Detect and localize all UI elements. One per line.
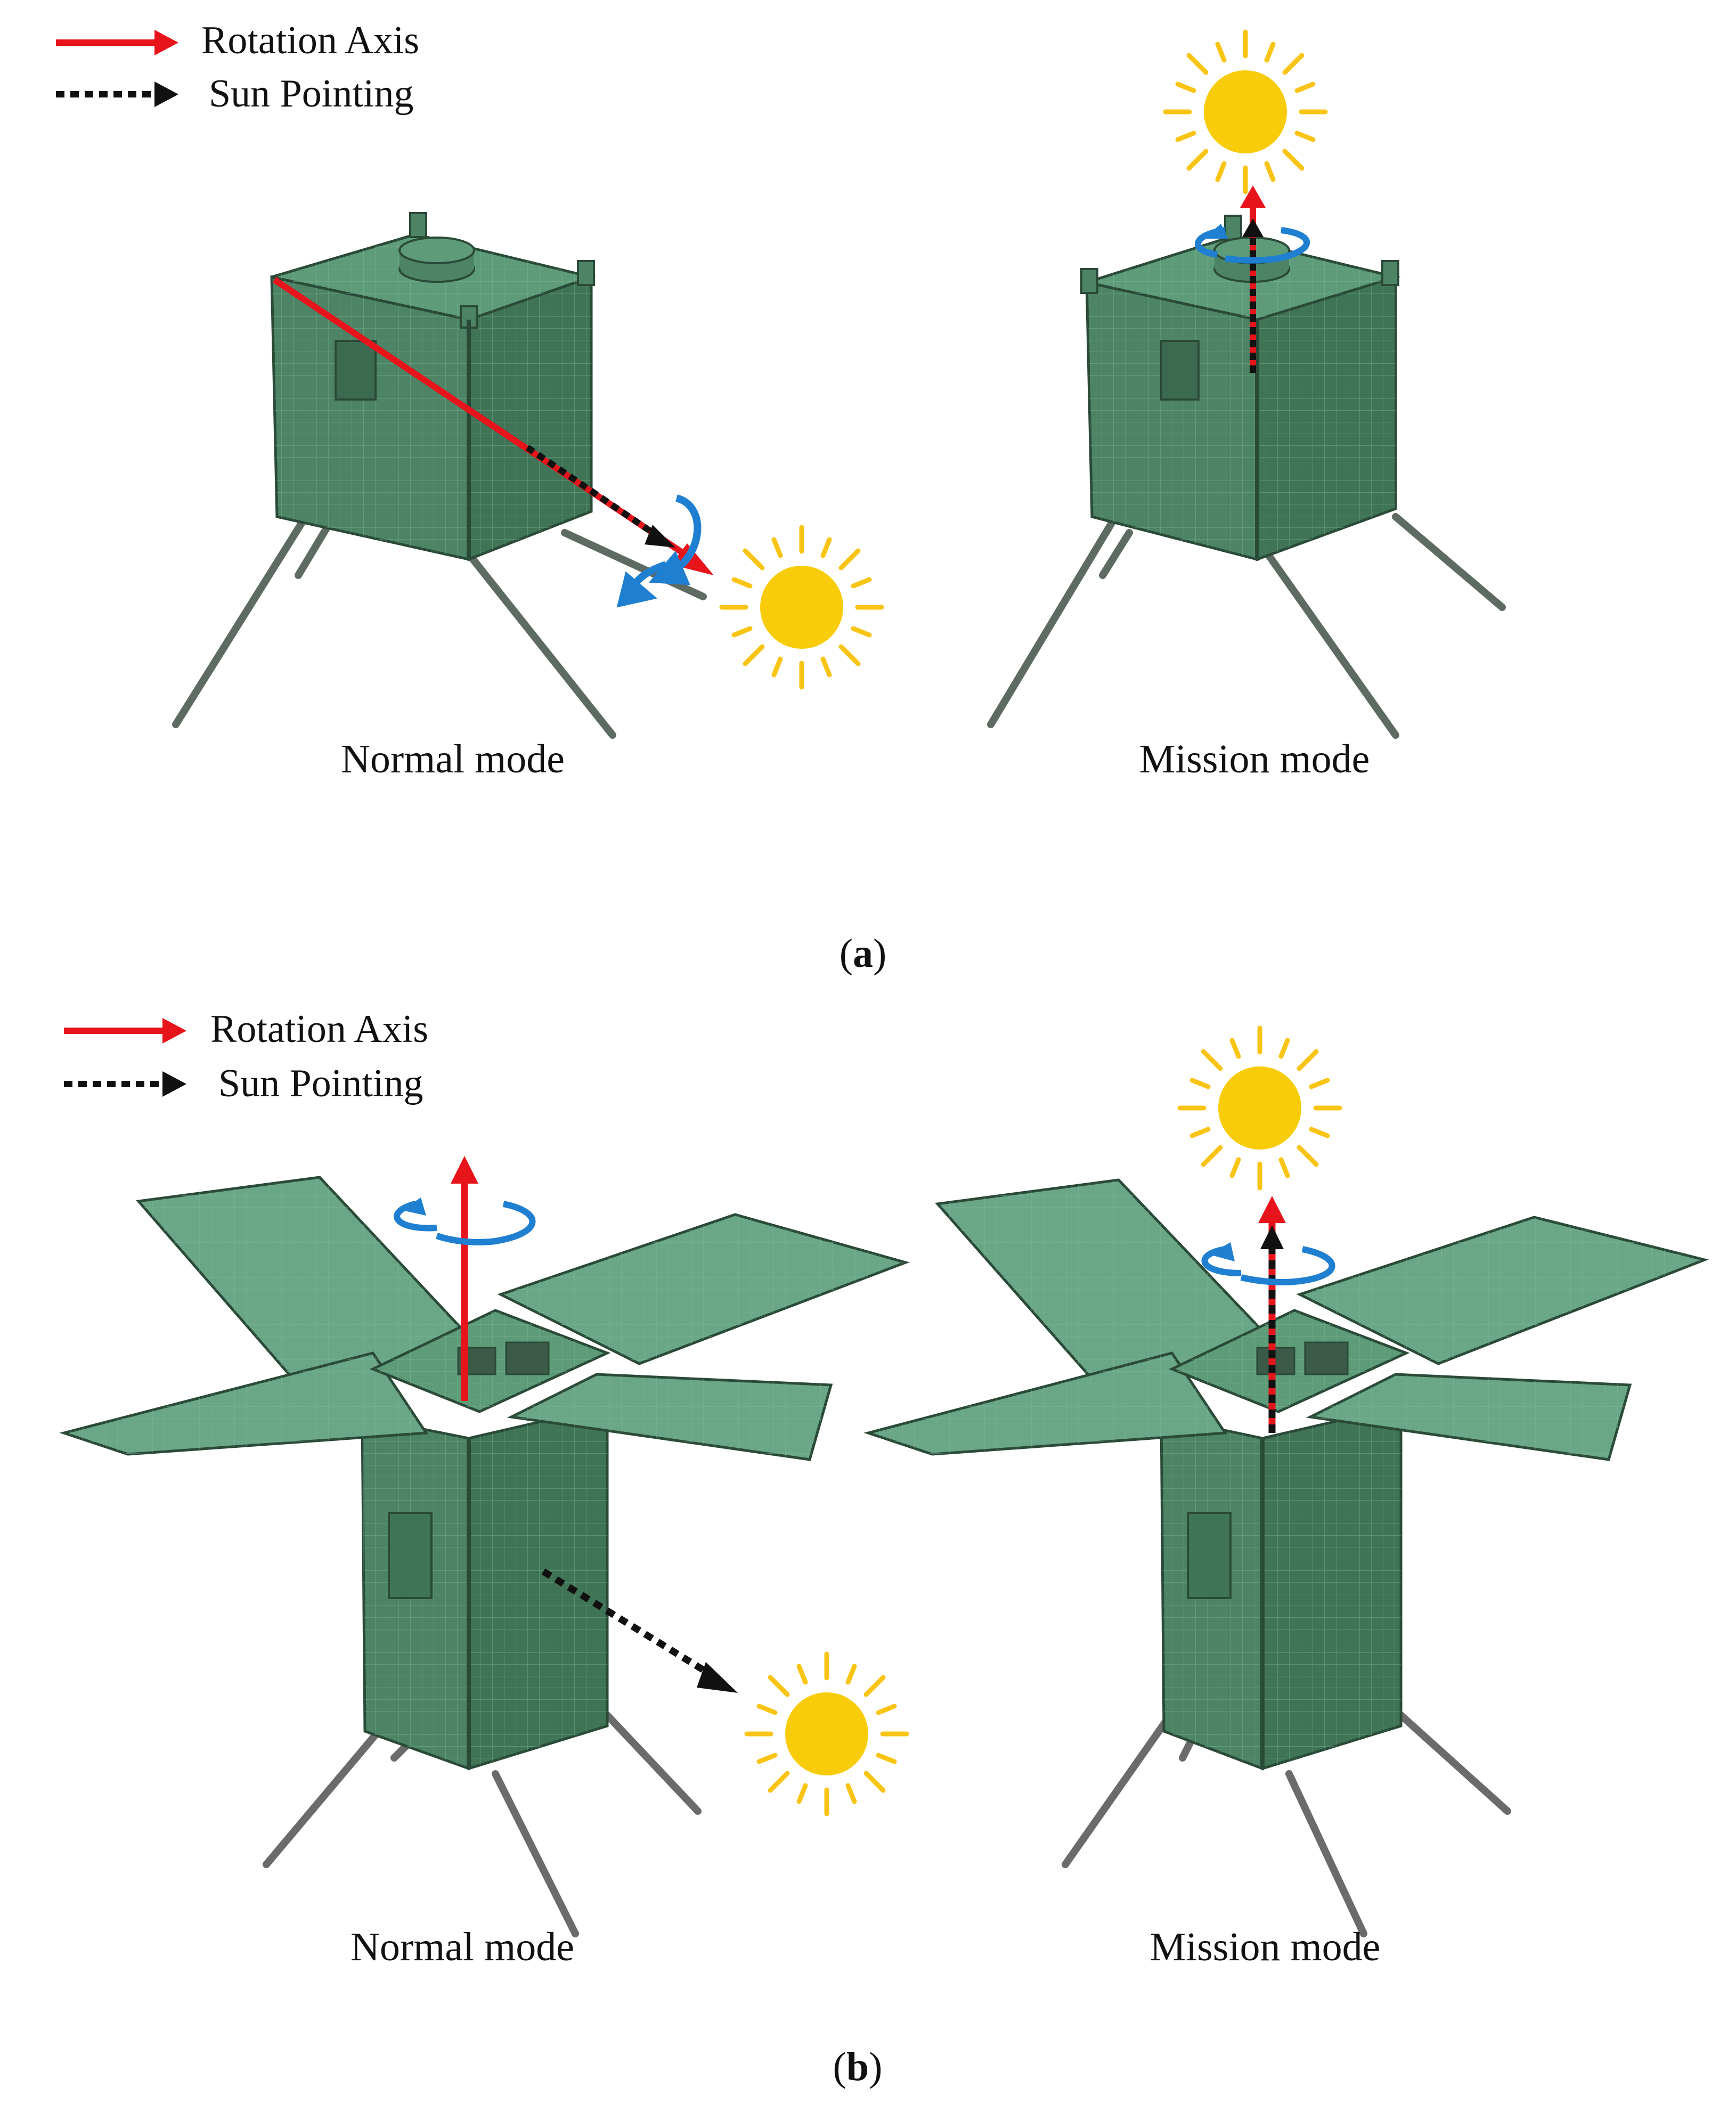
caption-a: (a) bbox=[840, 931, 887, 976]
legend-rotation-label-a: Rotation Axis bbox=[201, 19, 419, 62]
side-hatch-b-normal bbox=[388, 1512, 433, 1599]
legs-a-normal bbox=[172, 508, 707, 739]
sun-icon-a-normal bbox=[722, 527, 882, 687]
side-hatch-b-mission bbox=[1187, 1512, 1232, 1599]
caption-b: (b) bbox=[833, 2044, 883, 2089]
spin-arrow-a-normal-1 bbox=[648, 494, 702, 585]
sun-icon-a-mission bbox=[1166, 32, 1325, 192]
label-a-normal: Normal mode bbox=[341, 737, 565, 781]
legend-b: Rotation Axis Sun Pointing bbox=[64, 1007, 428, 1105]
label-b-normal: Normal mode bbox=[351, 1925, 574, 1969]
sun-icon-b-normal bbox=[747, 1654, 907, 1814]
satellite-b-mission bbox=[863, 1028, 1709, 1937]
label-b-mission: Mission mode bbox=[1150, 1925, 1381, 1969]
legend-rotation-arrowhead-a bbox=[154, 30, 178, 55]
satellite-b-normal bbox=[59, 1156, 910, 1937]
sun-pointing-a-normal bbox=[525, 445, 663, 541]
spin-arrow-a-normal-2 bbox=[616, 561, 667, 608]
label-a-mission: Mission mode bbox=[1139, 737, 1370, 781]
legend-a: Rotation Axis Sun Pointing bbox=[56, 19, 419, 116]
legend-sun-label-b: Sun Pointing bbox=[218, 1062, 423, 1105]
legend-sun-label-a: Sun Pointing bbox=[209, 72, 414, 116]
sun-pointing-b-normal bbox=[541, 1568, 719, 1681]
satellite-a-mission bbox=[987, 32, 1506, 739]
spin-arrow-b-normal bbox=[394, 1201, 536, 1245]
legend-rotation-label-b: Rotation Axis bbox=[210, 1007, 428, 1051]
legs-a-mission bbox=[987, 508, 1506, 739]
front-window-a-normal bbox=[335, 340, 377, 401]
legend-sun-arrowhead-a bbox=[154, 82, 178, 107]
sun-icon-b-mission bbox=[1180, 1028, 1340, 1188]
front-window-a-mission bbox=[1160, 340, 1200, 401]
satellite-a-normal bbox=[172, 212, 882, 739]
